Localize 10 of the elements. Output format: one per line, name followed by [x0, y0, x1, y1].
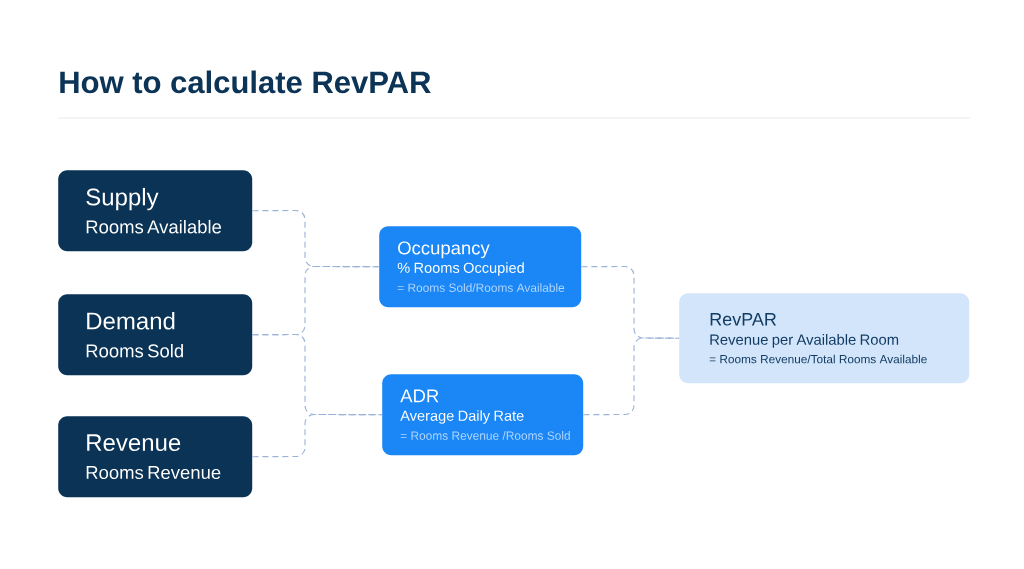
input-box: Revenue Rooms Revenue — [58, 416, 253, 498]
metric-box: Occupancy % Rooms Occupied = Rooms Sold/Rooms Available — [379, 226, 582, 308]
input-box: Supply Rooms Available — [58, 170, 253, 252]
connector-line — [251, 210, 380, 268]
metric-box: ADR Average Daily Rate = Rooms Revenue /Rooms Sold — [382, 374, 584, 456]
input-box: Demand Rooms Sold — [58, 294, 253, 376]
connector-line — [251, 413, 383, 458]
result-box: RevPAR Revenue per Available Room = Rooms Revenue/Total Rooms Available — [679, 293, 970, 384]
title: How to calculate RevPAR — [60, 70, 431, 94]
connector-line — [582, 337, 680, 416]
